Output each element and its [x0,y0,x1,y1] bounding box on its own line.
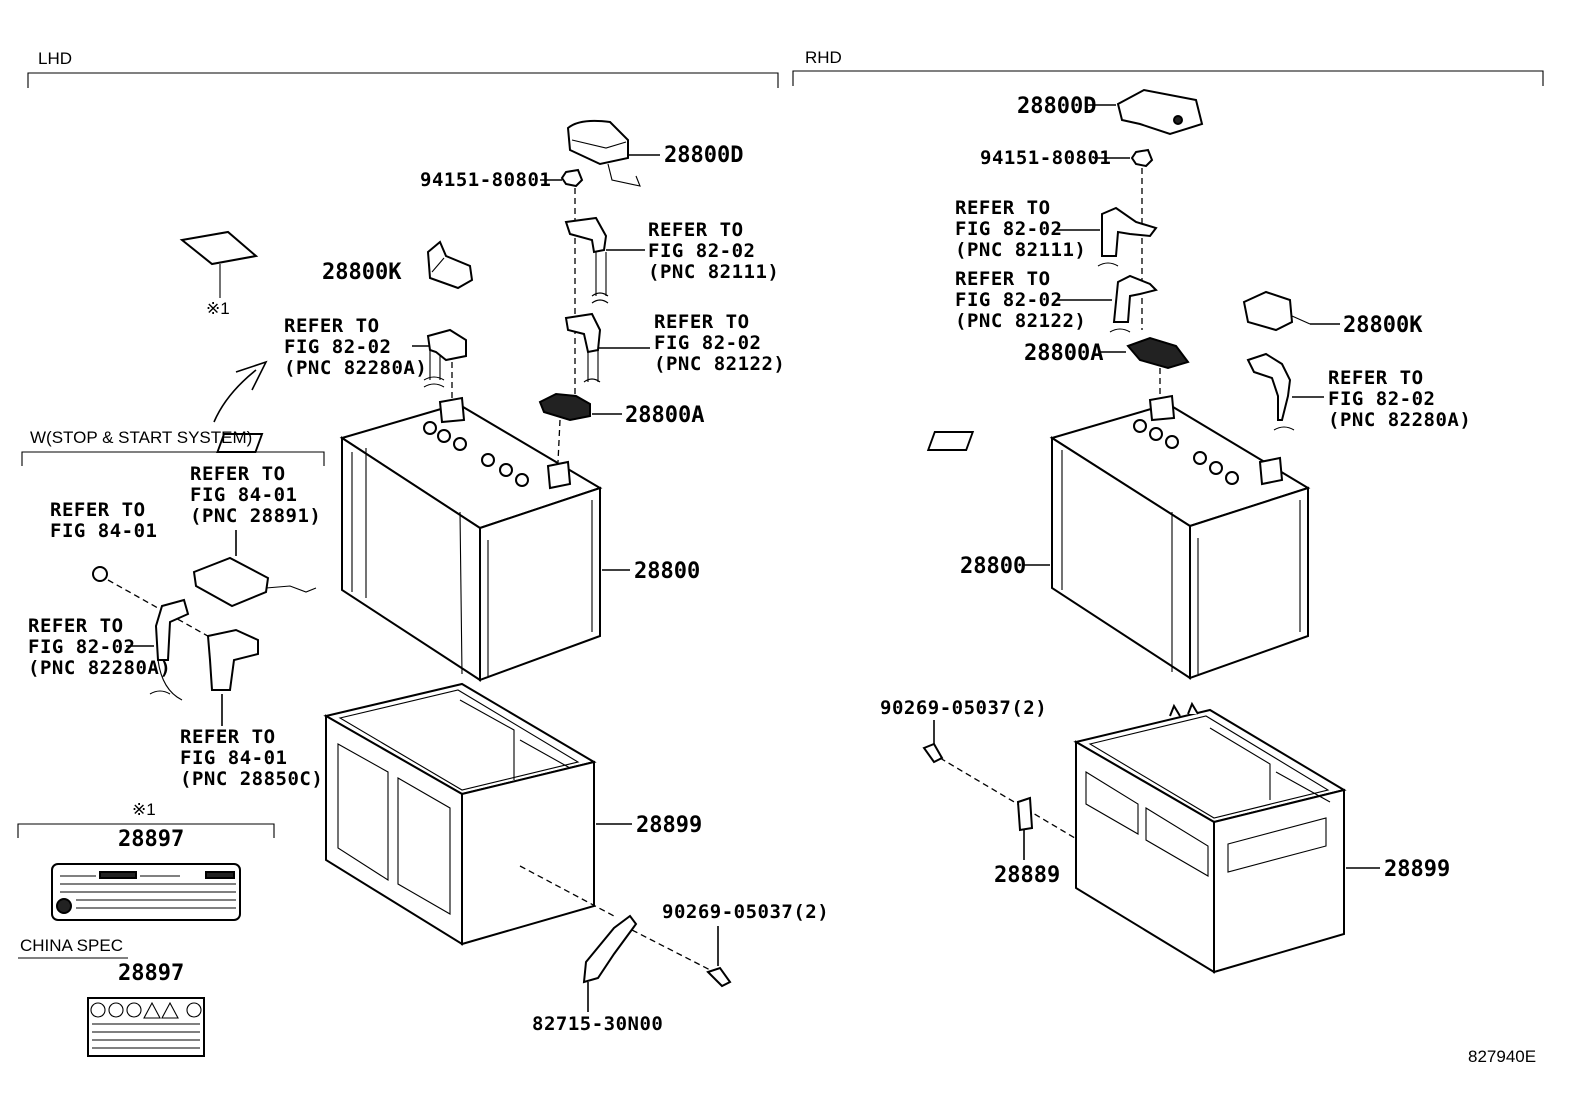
rhd-bracket-28889: 28889 [994,796,1060,888]
lhd-ref82122-line2: FIG 82-02 [654,332,761,354]
rhd-battery-pn: 28800 [960,554,1026,579]
lhd-nut-94151: 94151-80801 [420,168,584,400]
lhd-ref82280A-line1: REFER TO [284,315,380,337]
figure-id: 827940E [1468,1047,1536,1066]
ss-ref28850C-line3: (PNC 28850C) [180,768,323,790]
ss-ref28891-line1: REFER TO [190,463,286,485]
lhd-ref82122-line3: (PNC 82122) [654,353,785,375]
rhd-cable-ref-82111: REFER TO FIG 82-02 (PNC 82111) [955,197,1158,267]
rhd-nut-pn: 94151-80801 [980,147,1111,169]
lhd-battery-pn: 28800 [634,559,700,584]
lhd-bracket-82715: 82715-30N00 [532,914,719,1035]
ss-ref84-line2: FIG 84-01 [50,520,157,542]
lhd-cable-ref-82280A: REFER TO FIG 82-02 (PNC 82280A) [284,315,467,398]
lhd-cover-k-pn: 28800K [322,260,402,285]
stop-start-cable-82280A: REFER TO FIG 82-02 (PNC 82280A) [28,598,190,701]
lhd-battery-tray-28899: 28899 [323,682,702,946]
stop-start-sensor-28891: REFER TO FIG 84-01 (PNC 28891) [190,463,321,608]
rhd-cable-ref-82280A: REFER TO FIG 82-02 (PNC 82280A) [1246,352,1471,431]
rhd-terminal-cover-28800D: 28800D [1017,88,1204,136]
china-spec-heading: CHINA SPEC [20,936,123,955]
ss-ref28891-line2: FIG 84-01 [190,484,297,506]
rhd-ref82122-line2: FIG 82-02 [955,289,1062,311]
labels-section: ※1 28897 CHINA SPEC 28897 [17,800,275,1057]
ss-ref82280A-line3: (PNC 82280A) [28,657,171,679]
lhd-clamp-28800A: 28800A [538,392,704,463]
rhd-nut-94151: 94151-80801 [980,147,1154,330]
lhd-ref82111-line2: FIG 82-02 [648,240,755,262]
stop-start-section: W(STOP & START SYSTEM) REFER TO FIG 84-0… [21,428,325,790]
lhd-ref82280A-line3: (PNC 82280A) [284,357,427,379]
stop-start-heading: W(STOP & START SYSTEM) [30,428,252,447]
rhd-tray-pn: 28899 [1384,857,1450,882]
rhd-bracket-pn: 28889 [994,863,1060,888]
rhd-heading: RHD [805,48,842,67]
lhd-section-bracket: LHD [27,49,779,88]
rhd-ref82122-line1: REFER TO [955,268,1051,290]
rhd-section-bracket: RHD [792,48,1544,86]
lhd-clamp-a-pn: 28800A [625,403,704,428]
lhd-bolt-90269: 90269-05037(2) [662,901,829,988]
lhd-ref82111-line1: REFER TO [648,219,744,241]
lhd-sticker-note-mark: ※1 [206,299,230,318]
stop-start-arrow-icon [213,360,268,423]
lhd-sticker-note: ※1 [179,230,259,318]
ss-ref28850C-line1: REFER TO [180,726,276,748]
stop-start-sensor-28850C: REFER TO FIG 84-01 (PNC 28850C) [180,628,323,790]
rhd-bolt-pn: 90269-05037(2) [880,697,1047,719]
rhd-cover-d-pn: 28800D [1017,94,1096,119]
rhd-battery-tray-28899: 28899 [1073,701,1450,974]
lhd-terminal-cover-28800D: 28800D [566,119,743,187]
ss-ref82280A-line2: FIG 82-02 [28,636,135,658]
lhd-cable-ref-82122: REFER TO FIG 82-02 (PNC 82122) [564,311,785,383]
label-pn: 28897 [118,827,184,852]
lhd-ref82280A-line2: FIG 82-02 [284,336,391,358]
rhd-bolt-90269: 90269-05037(2) [880,697,1113,861]
lhd-bracket-pn: 82715-30N00 [532,1013,663,1035]
rhd-clamp-28800A: 28800A [1024,336,1190,400]
lhd-ref82111-line3: (PNC 82111) [648,261,779,283]
lhd-terminal-cover-28800K: 28800K [322,240,474,290]
lhd-heading: LHD [38,49,72,68]
rhd-ref82111-line2: FIG 82-02 [955,218,1062,240]
lhd-battery-28800: 28800 [216,396,700,682]
rhd-ref82111-line1: REFER TO [955,197,1051,219]
lhd-cable-ref-82111: REFER TO FIG 82-02 (PNC 82111) [564,216,779,304]
lhd-nut-pn: 94151-80801 [420,169,551,191]
rhd-ref82111-line3: (PNC 82111) [955,239,1086,261]
lhd-tray-pn: 28899 [636,813,702,838]
lhd-cover-d-pn: 28800D [664,143,743,168]
rhd-cable-ref-82122: REFER TO FIG 82-02 (PNC 82122) [955,268,1158,333]
labels-note-mark: ※1 [132,800,156,819]
lhd-ref82122-line1: REFER TO [654,311,750,333]
rhd-clamp-a-pn: 28800A [1024,341,1103,366]
rhd-ref82280A-line1: REFER TO [1328,367,1424,389]
ss-ref28891-line3: (PNC 28891) [190,505,321,527]
ss-ref82280A-line1: REFER TO [28,615,124,637]
rhd-terminal-cover-28800K: 28800K [1242,290,1423,338]
ss-ref28850C-line2: FIG 84-01 [180,747,287,769]
china-label-pn: 28897 [118,961,184,986]
lhd-bolt-pn: 90269-05037(2) [662,901,829,923]
rhd-ref82122-line3: (PNC 82122) [955,310,1086,332]
rhd-cover-k-pn: 28800K [1343,313,1423,338]
rhd-ref82280A-line2: FIG 82-02 [1328,388,1435,410]
rhd-ref82280A-line3: (PNC 82280A) [1328,409,1471,431]
china-caution-label [87,997,205,1057]
rhd-battery-28800: 28800 [926,394,1311,680]
ss-ref84-line1: REFER TO [50,499,146,521]
stop-start-ref-84: REFER TO FIG 84-01 [50,499,223,645]
